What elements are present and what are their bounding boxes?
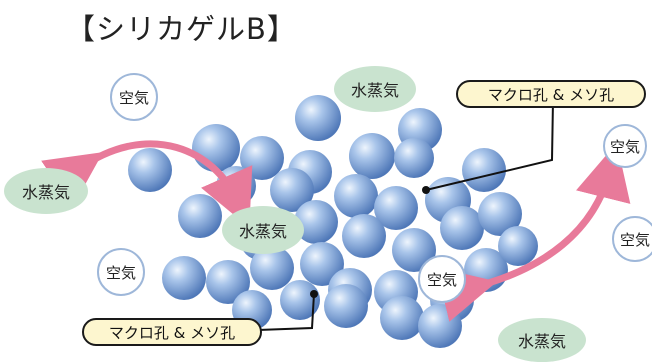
diffusion-arrows [41, 140, 631, 322]
vapor-bubble: 水蒸気 [4, 168, 88, 214]
silica-sphere [462, 148, 506, 192]
silica-sphere [162, 256, 206, 300]
silica-sphere [280, 280, 320, 320]
air-bubble: 空気 [110, 73, 158, 121]
silica-sphere [498, 226, 538, 266]
vapor-arrow-left [41, 140, 253, 228]
vapor-bubble: 水蒸気 [222, 206, 304, 254]
silica-sphere [128, 148, 172, 192]
diagram-title: 【シリカゲルB】 [66, 12, 297, 46]
silica-sphere [178, 194, 222, 238]
silica-sphere [192, 124, 240, 172]
air-arrow-right [436, 142, 631, 322]
pore-callout: マクロ孔 & メソ孔 [456, 80, 646, 108]
callout-leader-dot-bottom [310, 290, 318, 298]
silica-sphere [394, 138, 434, 178]
silica-sphere [324, 284, 368, 328]
air-bubble: 空気 [603, 124, 647, 168]
silica-sphere [300, 242, 344, 286]
silica-sphere [418, 304, 462, 348]
silica-sphere [349, 133, 395, 179]
silica-sphere [380, 296, 424, 340]
air-bubble: 空気 [418, 255, 466, 303]
silica-sphere [250, 246, 294, 290]
callout-leader-dot-top [422, 186, 430, 194]
vapor-bubble: 水蒸気 [498, 318, 586, 362]
silica-sphere [206, 260, 250, 304]
silica-sphere [440, 206, 484, 250]
callout-leader-bottom [257, 293, 315, 331]
air-bubble: 空気 [97, 248, 145, 296]
silica-particle-cluster [128, 95, 538, 348]
silica-sphere [342, 214, 386, 258]
silica-sphere [294, 200, 338, 244]
vapor-bubble: 水蒸気 [334, 66, 416, 112]
silica-sphere [374, 186, 418, 230]
air-bubble: 空気 [612, 216, 652, 262]
silica-sphere [295, 95, 341, 141]
silica-sphere [334, 174, 378, 218]
silica-sphere [270, 168, 314, 212]
pore-callout: マクロ孔 & メソ孔 [82, 318, 262, 346]
